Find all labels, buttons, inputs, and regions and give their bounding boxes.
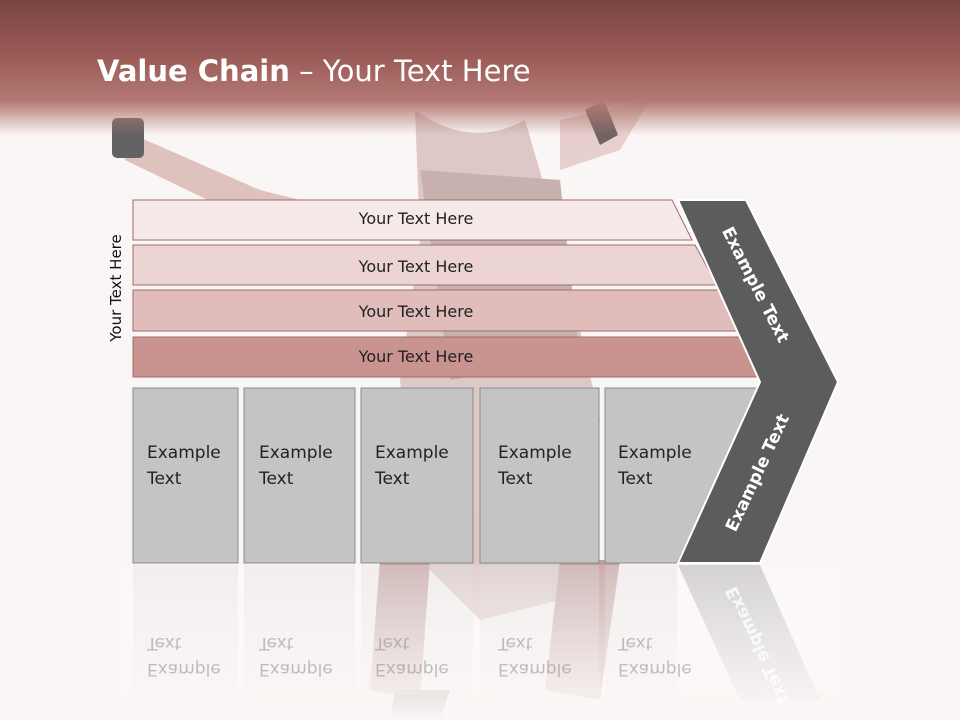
box-2-reflection: Example Text bbox=[259, 633, 333, 679]
box-5-reflection: Example Text bbox=[618, 633, 692, 679]
box-3-reflection: Example Text bbox=[375, 633, 449, 679]
band-2-label: Your Text Here bbox=[358, 257, 474, 276]
title-rest: – Your Text Here bbox=[289, 54, 531, 88]
box-5-label: Example Text bbox=[618, 443, 692, 489]
chevron-arrow bbox=[676, 199, 840, 564]
box-3 bbox=[360, 387, 474, 564]
box-2 bbox=[243, 387, 356, 564]
title-bold: Value Chain bbox=[97, 54, 290, 88]
slide-title: Value Chain – Your Text Here bbox=[97, 54, 531, 88]
box-3-label: Example Text bbox=[375, 443, 449, 489]
band-3-label: Your Text Here bbox=[358, 302, 474, 321]
box-1-reflection: Example Text bbox=[147, 633, 221, 679]
box-4 bbox=[479, 387, 600, 564]
box-2-label: Example Text bbox=[259, 443, 333, 489]
box-1 bbox=[132, 387, 239, 564]
header-band bbox=[0, 0, 960, 135]
box-1-label: Example Text bbox=[147, 443, 221, 489]
box-4-reflection: Example Text bbox=[498, 633, 572, 679]
band-4-label: Your Text Here bbox=[358, 347, 474, 366]
box-4-label: Example Text bbox=[498, 443, 572, 489]
band-1 bbox=[132, 199, 693, 241]
band-1-label: Your Text Here bbox=[358, 209, 474, 228]
